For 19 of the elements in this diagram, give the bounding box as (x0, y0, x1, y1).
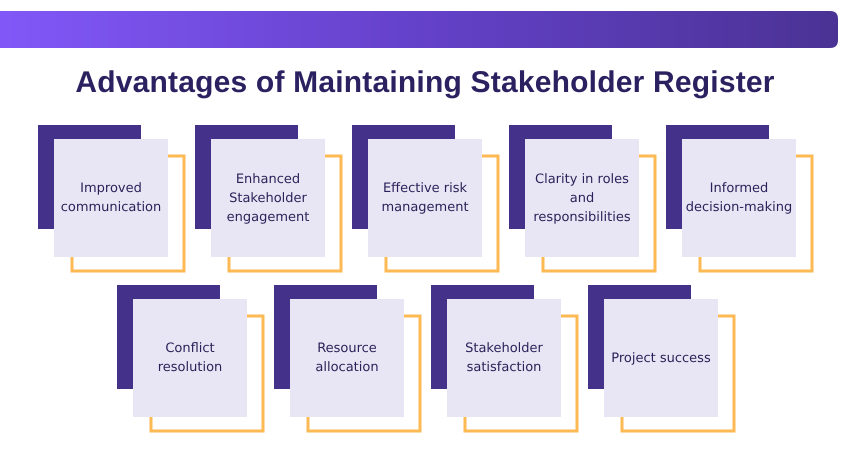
card-text: Stakeholder satisfaction (464, 340, 544, 377)
text-card (604, 299, 718, 417)
card-text: Project success (611, 350, 711, 368)
card-text: Clarity in roles and responsibilities (532, 170, 632, 226)
text-card (682, 139, 796, 257)
card-text: Conflict resolution (156, 340, 224, 377)
text-card (290, 299, 404, 417)
text-card (211, 139, 325, 257)
card-text: Resource allocation (314, 340, 380, 377)
text-card (368, 139, 482, 257)
text-card (133, 299, 247, 417)
card-text: Effective risk management (380, 180, 470, 217)
card-text: Improved communication (60, 180, 162, 217)
card-text: Enhanced Stakeholder engagement (226, 170, 310, 226)
text-card (447, 299, 561, 417)
text-card (54, 139, 168, 257)
title: Advantages of Maintaining Stakeholder Register (75, 66, 775, 99)
card-text: Informed decision-making (685, 180, 793, 217)
text-card (525, 139, 639, 257)
